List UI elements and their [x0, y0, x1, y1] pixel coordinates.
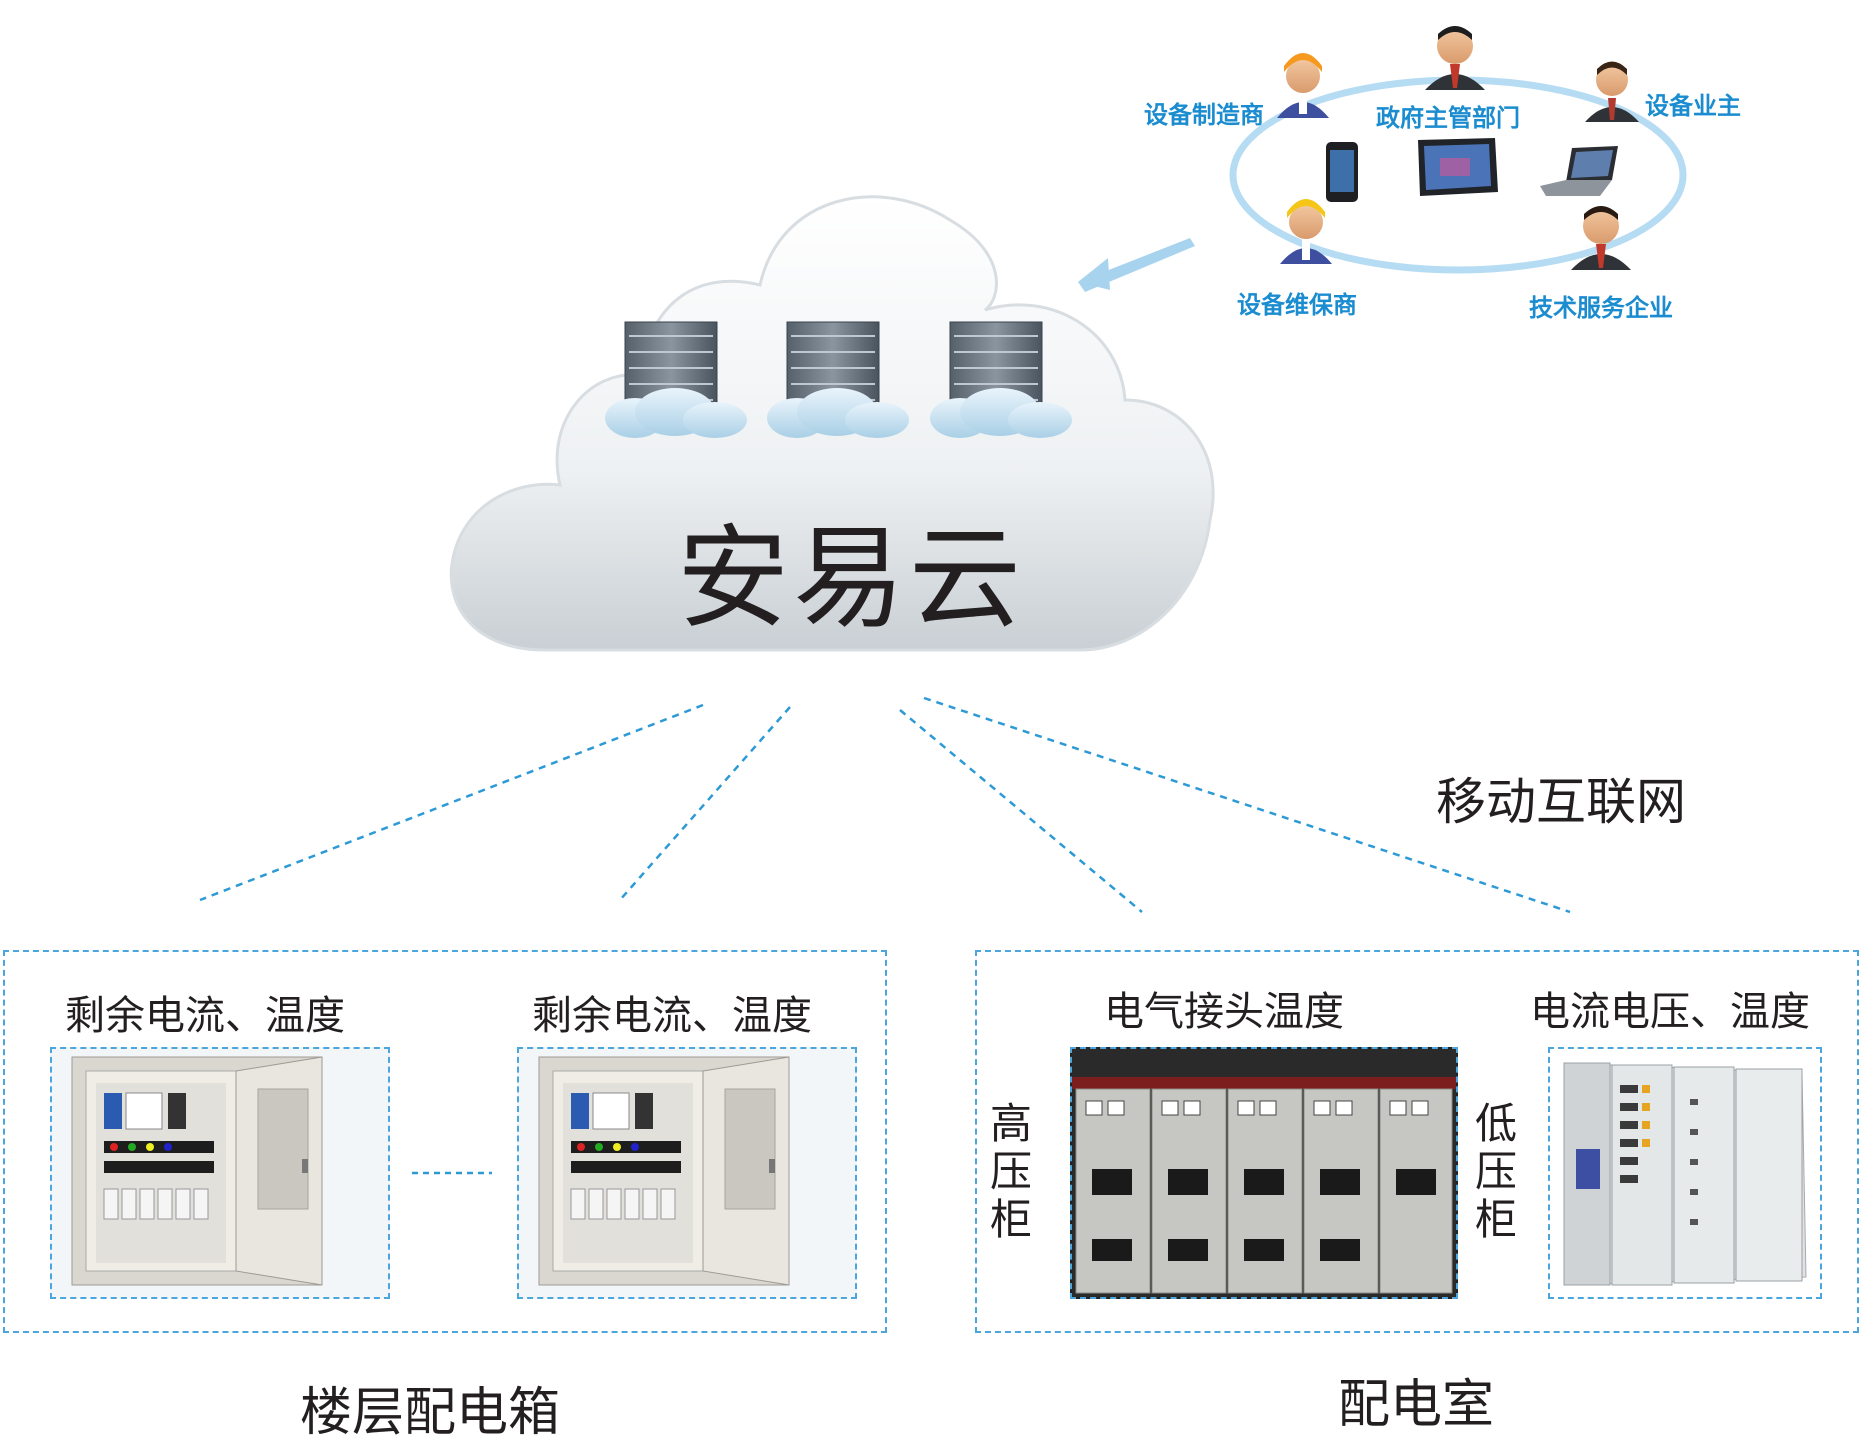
person-icon	[1585, 61, 1639, 122]
person-icon	[1425, 26, 1485, 90]
distribution-box-photo-1	[50, 1047, 390, 1299]
hv-cabinet-photo	[1070, 1047, 1458, 1299]
lv-cabinet-photo	[1548, 1047, 1822, 1299]
smartphone-icon	[1326, 142, 1358, 202]
server-icon	[930, 321, 1072, 438]
server-icon	[605, 321, 747, 438]
room-section-title: 配电室	[1338, 1375, 1495, 1435]
label-manufacturer: 设备制造商	[1144, 101, 1264, 129]
arrow-to-stakeholders	[1078, 238, 1195, 292]
floor-section-title: 楼层配电箱	[300, 1383, 561, 1443]
hv-cabinet-label: 高压柜	[989, 1099, 1032, 1244]
laptop-icon	[1540, 146, 1618, 196]
lv-cabinet-caption: 电流电压、温度	[1530, 989, 1810, 1035]
label-owner: 设备业主	[1645, 92, 1741, 120]
lv-cabinet-label: 低压柜	[1474, 1099, 1517, 1244]
person-icon	[1277, 53, 1329, 118]
distribution-room-group	[975, 950, 1859, 1333]
person-icon	[1280, 199, 1332, 264]
cloud-title: 安易云	[677, 514, 1025, 644]
label-government: 政府主管部门	[1376, 104, 1520, 132]
dashed-links	[199, 696, 1571, 914]
distribution-box-photo-2	[517, 1047, 857, 1299]
person-icon	[1571, 206, 1631, 270]
floor-box-1-caption: 剩余电流、温度	[65, 993, 345, 1039]
server-icon	[767, 321, 909, 438]
floor-distribution-group	[3, 950, 887, 1333]
tablet-icon	[1418, 138, 1498, 196]
network-label: 移动互联网	[1436, 773, 1686, 831]
label-maintainer: 设备维保商	[1237, 291, 1357, 319]
hv-cabinet-caption: 电气接头温度	[1104, 989, 1344, 1035]
floor-box-2-caption: 剩余电流、温度	[532, 993, 812, 1039]
label-service: 技术服务企业	[1529, 294, 1673, 322]
